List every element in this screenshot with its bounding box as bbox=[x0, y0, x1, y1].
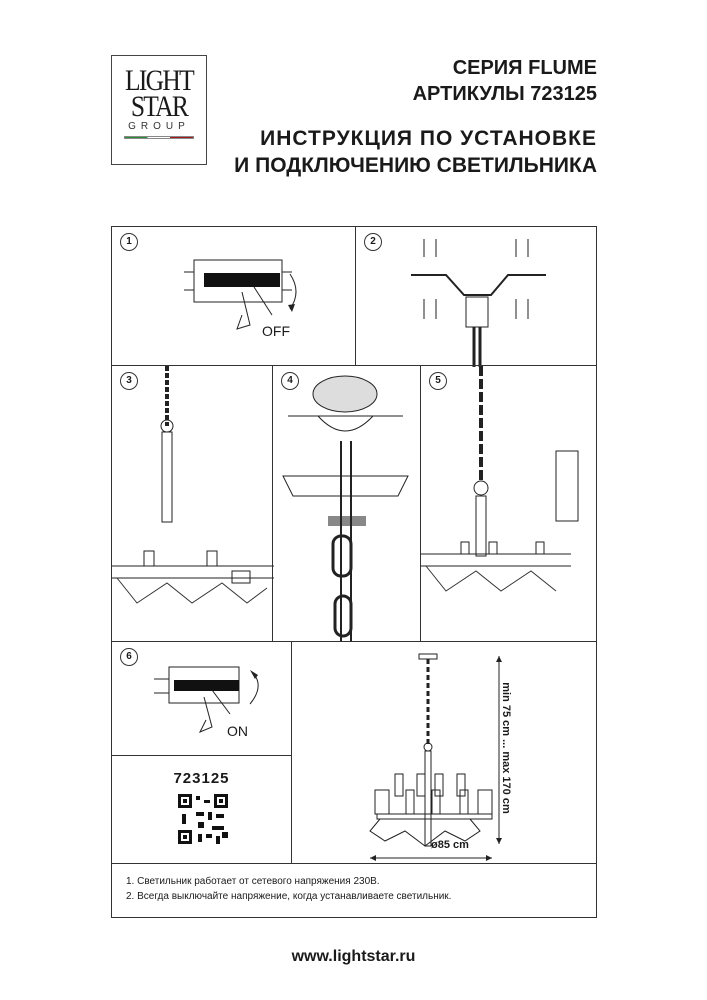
note-2: 2. Всегда выключайте напряжение, когда у… bbox=[126, 891, 452, 902]
chandelier-dimension-drawing bbox=[369, 653, 502, 861]
logo-text-light: LIGHT bbox=[125, 64, 195, 97]
brand-logo: LIGHT STAR GROUP bbox=[111, 55, 207, 165]
logo-text-star: STAR bbox=[130, 90, 189, 123]
article-number: АРТИКУЛЫ 723125 bbox=[412, 83, 597, 105]
logo-text-group: GROUP bbox=[128, 121, 190, 132]
on-label: ON bbox=[227, 723, 248, 739]
shade-and-bulb-installation-illustration bbox=[421, 366, 579, 592]
step-number: 4 bbox=[281, 372, 299, 390]
italian-flag-stripe bbox=[124, 136, 194, 139]
step-number: 1 bbox=[120, 233, 138, 251]
breaker-switch-on-illustration bbox=[154, 666, 259, 733]
step-6-panel: 6 ON bbox=[111, 641, 292, 756]
safety-notes: 1. Светильник работает от сетевого напря… bbox=[111, 863, 597, 918]
canopy-wiring-illustration bbox=[282, 375, 409, 641]
off-label: OFF bbox=[262, 323, 290, 339]
step-5-panel: 5 bbox=[420, 365, 597, 642]
step-4-panel: 4 bbox=[272, 365, 421, 642]
title-line-1: ИНСТРУКЦИЯ ПО УСТАНОВКЕ bbox=[260, 127, 597, 150]
document-title: ИНСТРУКЦИЯ ПО УСТАНОВКЕ И ПОДКЛЮЧЕНИЮ СВ… bbox=[234, 125, 597, 179]
series-header: СЕРИЯ FLUME АРТИКУЛЫ 723125 bbox=[413, 55, 597, 107]
step-2-panel: 2 bbox=[355, 226, 597, 367]
step-number: 5 bbox=[429, 372, 447, 390]
product-code-panel: 723125 bbox=[111, 755, 292, 864]
website-url[interactable]: www.lightstar.ru bbox=[291, 948, 416, 965]
title-line-2: И ПОДКЛЮЧЕНИЮ СВЕТИЛЬНИКА bbox=[234, 154, 597, 177]
ceiling-bracket-mounting-illustration bbox=[411, 239, 546, 367]
chain-rod-assembly-illustration bbox=[112, 366, 274, 604]
breaker-switch-off-illustration bbox=[184, 259, 297, 330]
step-number: 6 bbox=[120, 648, 138, 666]
note-1: 1. Светильник работает от сетевого напря… bbox=[126, 876, 380, 887]
height-label: min 75 cm ... max 170 cm bbox=[500, 682, 512, 814]
step-3-panel: 3 bbox=[111, 365, 274, 642]
series-name: СЕРИЯ FLUME bbox=[452, 57, 597, 79]
dimensions-panel: ø85 cm min 75 cm ... max 170 cm bbox=[291, 641, 597, 864]
step-number: 2 bbox=[364, 233, 382, 251]
step-1-panel: 1 OFF bbox=[111, 226, 356, 366]
qr-code bbox=[178, 794, 228, 844]
diameter-label: ø85 cm bbox=[431, 839, 469, 851]
product-code: 723125 bbox=[173, 770, 230, 787]
step-number: 3 bbox=[120, 372, 138, 390]
